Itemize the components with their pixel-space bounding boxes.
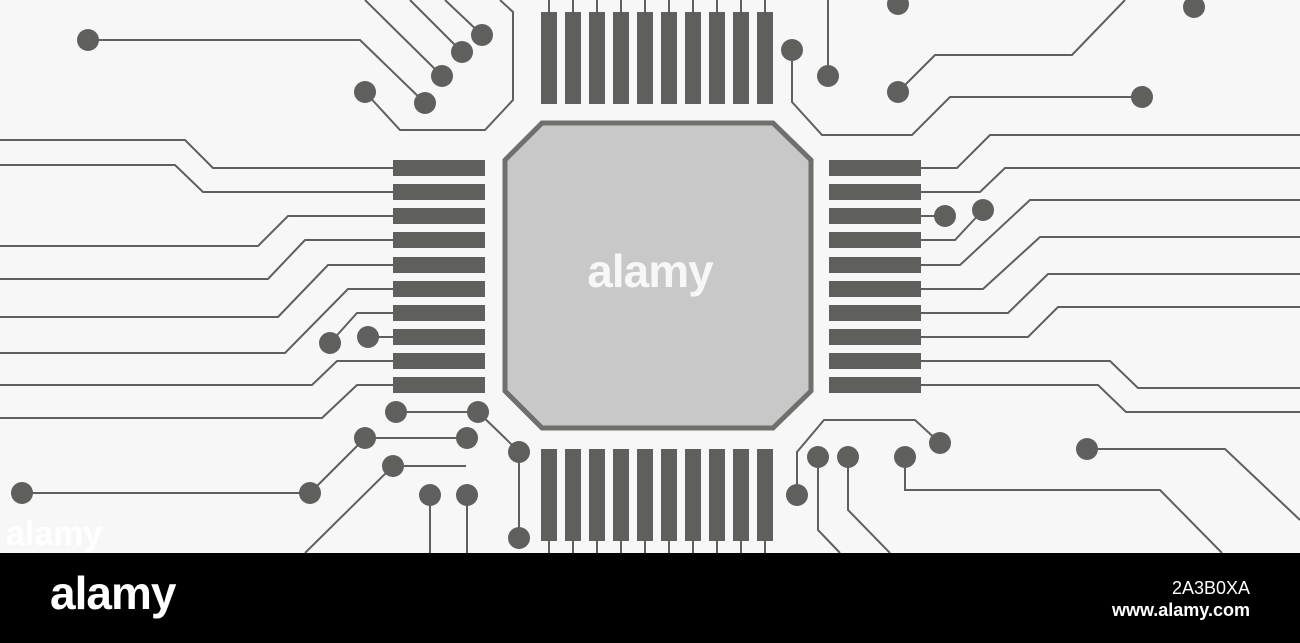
watermark-corner: alamy xyxy=(6,515,103,553)
watermark-center: alamy xyxy=(587,245,713,297)
alamy-logo: alamy xyxy=(50,567,176,619)
image-id: 2A3B0XA xyxy=(1171,578,1250,598)
footer-bar xyxy=(0,553,1300,643)
site-url: www.alamy.com xyxy=(1111,600,1250,620)
circuit-illustration xyxy=(0,0,1300,553)
